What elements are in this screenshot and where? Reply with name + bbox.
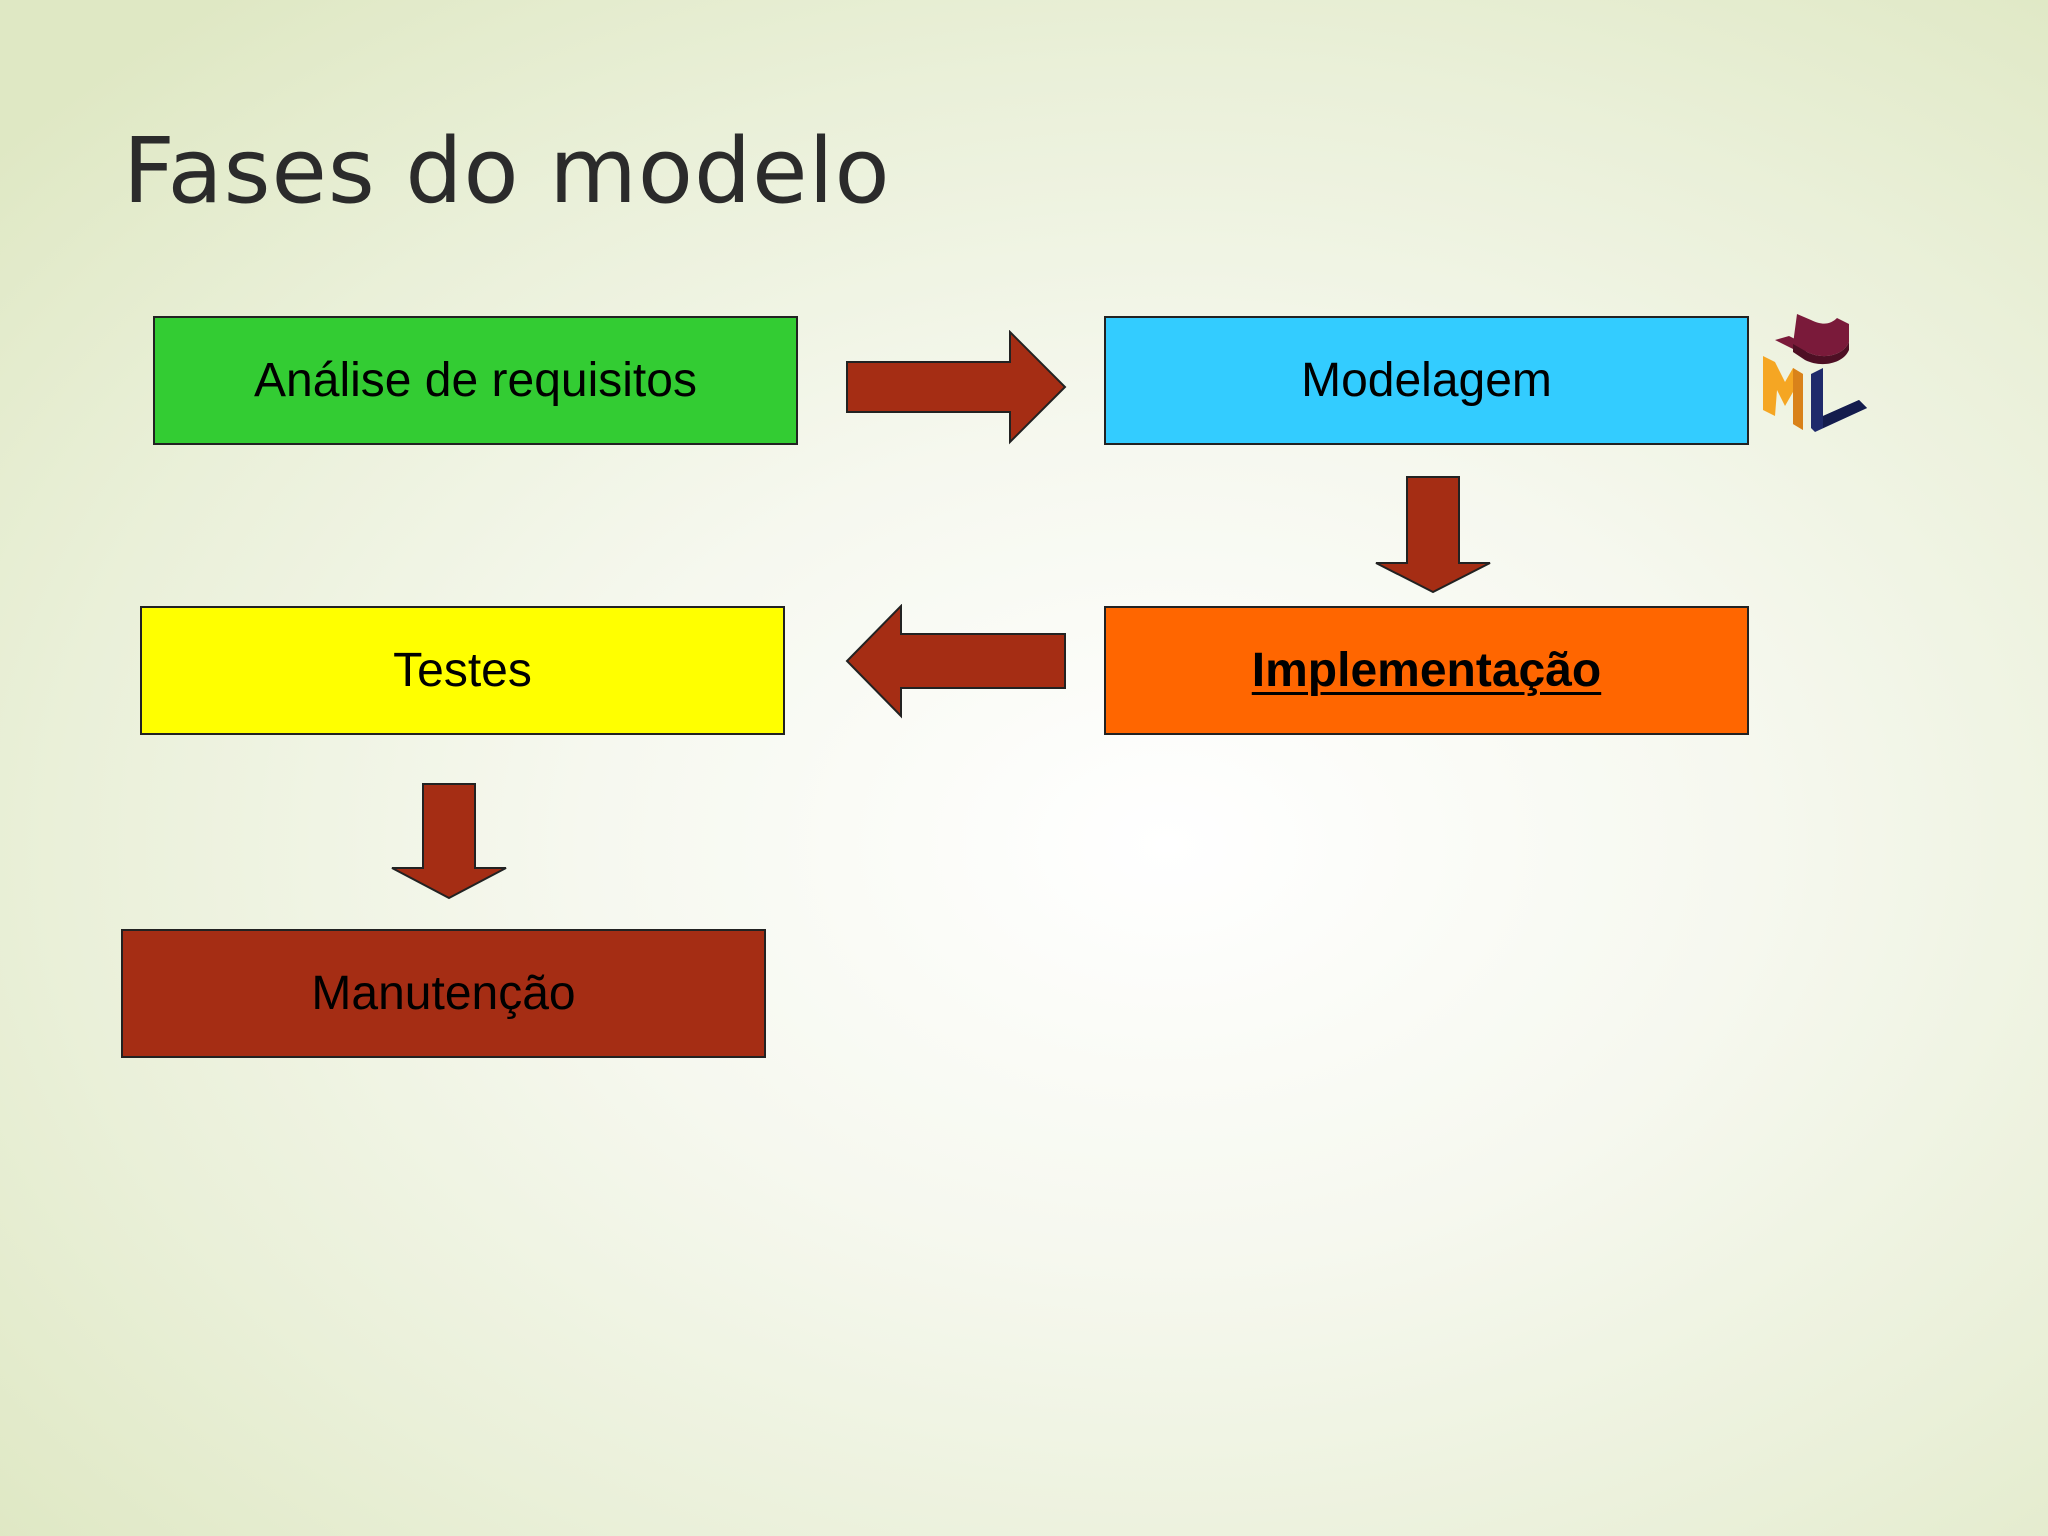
phase-label-analise-requisitos: Análise de requisitos bbox=[254, 354, 697, 407]
phase-box-analise-requisitos: Análise de requisitos bbox=[153, 316, 798, 445]
phase-label-modelagem: Modelagem bbox=[1301, 354, 1552, 407]
phase-box-manutencao: Manutenção bbox=[121, 929, 766, 1058]
phase-box-implementacao: Implementação bbox=[1104, 606, 1749, 735]
phase-label-testes: Testes bbox=[393, 644, 532, 697]
phase-box-testes: Testes bbox=[140, 606, 785, 735]
slide-title: Fases do modelo bbox=[123, 119, 891, 224]
arrow-down-icon bbox=[391, 783, 507, 900]
phase-box-modelagem: Modelagem bbox=[1104, 316, 1749, 445]
uml-logo-icon bbox=[1763, 314, 1867, 432]
arrow-down-icon bbox=[1375, 476, 1491, 594]
phase-label-manutencao: Manutenção bbox=[311, 967, 576, 1020]
arrow-right-icon bbox=[846, 330, 1067, 445]
arrow-left-icon bbox=[845, 604, 1066, 719]
phase-label-implementacao: Implementação bbox=[1251, 644, 1602, 697]
